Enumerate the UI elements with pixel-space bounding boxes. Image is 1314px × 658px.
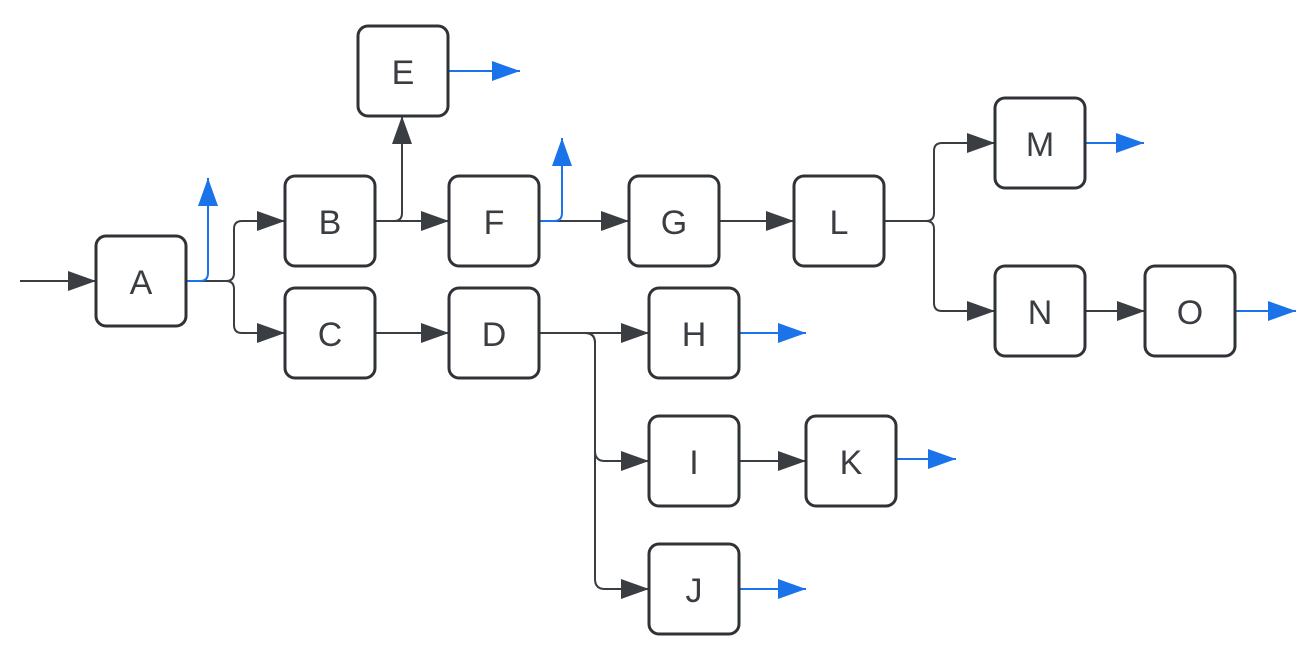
node-box-d — [447, 286, 541, 380]
node-box-j — [647, 542, 741, 636]
node-label-b: B — [319, 204, 342, 242]
node-box-f — [447, 174, 541, 268]
node-label-j: J — [686, 572, 703, 610]
node-box-c — [283, 286, 377, 380]
edge-l-to-m — [884, 133, 995, 222]
node-j: J — [647, 542, 741, 636]
node-label-f: F — [484, 204, 505, 242]
node-label-h: H — [682, 316, 707, 354]
node-label-l: L — [830, 204, 849, 242]
node-box-h — [647, 286, 741, 380]
node-m: M — [993, 96, 1087, 190]
node-g: G — [627, 174, 721, 268]
node-f: F — [447, 174, 541, 268]
edge-a-to-b — [186, 211, 285, 282]
edges-layer — [20, 116, 1145, 599]
node-h: H — [647, 286, 741, 380]
node-label-e: E — [392, 54, 415, 92]
edge-d-to-j — [539, 332, 649, 599]
node-box-n — [993, 264, 1087, 358]
node-d: D — [447, 286, 541, 380]
node-box-o — [1143, 264, 1237, 358]
node-label-i: I — [689, 444, 698, 482]
node-e: E — [356, 24, 450, 118]
node-k: K — [804, 414, 898, 508]
node-box-i — [647, 414, 741, 508]
node-n: N — [993, 264, 1087, 358]
node-label-g: G — [661, 204, 687, 242]
output-arrow-a — [186, 178, 218, 282]
node-box-k — [804, 414, 898, 508]
node-box-l — [792, 174, 886, 268]
node-label-o: O — [1177, 294, 1203, 332]
node-a: A — [94, 234, 188, 328]
nodes-layer: A B C D E F G H I J K L M N O — [94, 24, 1237, 636]
node-box-a — [94, 234, 188, 328]
node-box-g — [627, 174, 721, 268]
node-o: O — [1143, 264, 1237, 358]
node-box-m — [993, 96, 1087, 190]
node-i: I — [647, 414, 741, 508]
node-box-b — [283, 174, 377, 268]
output-arrow-f — [539, 138, 572, 222]
edge-b-to-e — [375, 116, 412, 222]
node-b: B — [283, 174, 377, 268]
node-label-k: K — [840, 444, 863, 482]
output-arrows-layer — [186, 61, 1296, 599]
edge-l-to-n — [884, 220, 995, 321]
node-label-d: D — [482, 316, 507, 354]
node-label-m: M — [1026, 126, 1054, 164]
edge-a-to-c — [186, 280, 285, 343]
node-c: C — [283, 286, 377, 380]
node-label-n: N — [1028, 294, 1053, 332]
node-label-a: A — [130, 264, 153, 302]
node-label-c: C — [318, 316, 343, 354]
node-l: L — [792, 174, 886, 268]
node-box-e — [356, 24, 450, 118]
